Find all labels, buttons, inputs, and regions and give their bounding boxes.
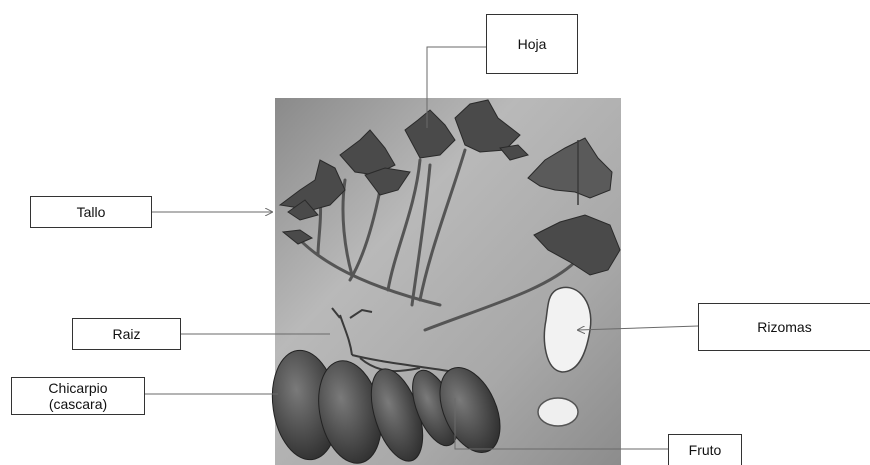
label-chicarpio: Chicarpio (cascara): [11, 377, 145, 415]
plant-photo: [266, 98, 621, 465]
label-rizomas: Rizomas: [698, 303, 870, 351]
label-raiz: Raiz: [72, 318, 181, 350]
label-hoja: Hoja: [486, 14, 578, 74]
label-fruto: Fruto: [668, 434, 742, 465]
label-tallo: Tallo: [30, 196, 152, 228]
